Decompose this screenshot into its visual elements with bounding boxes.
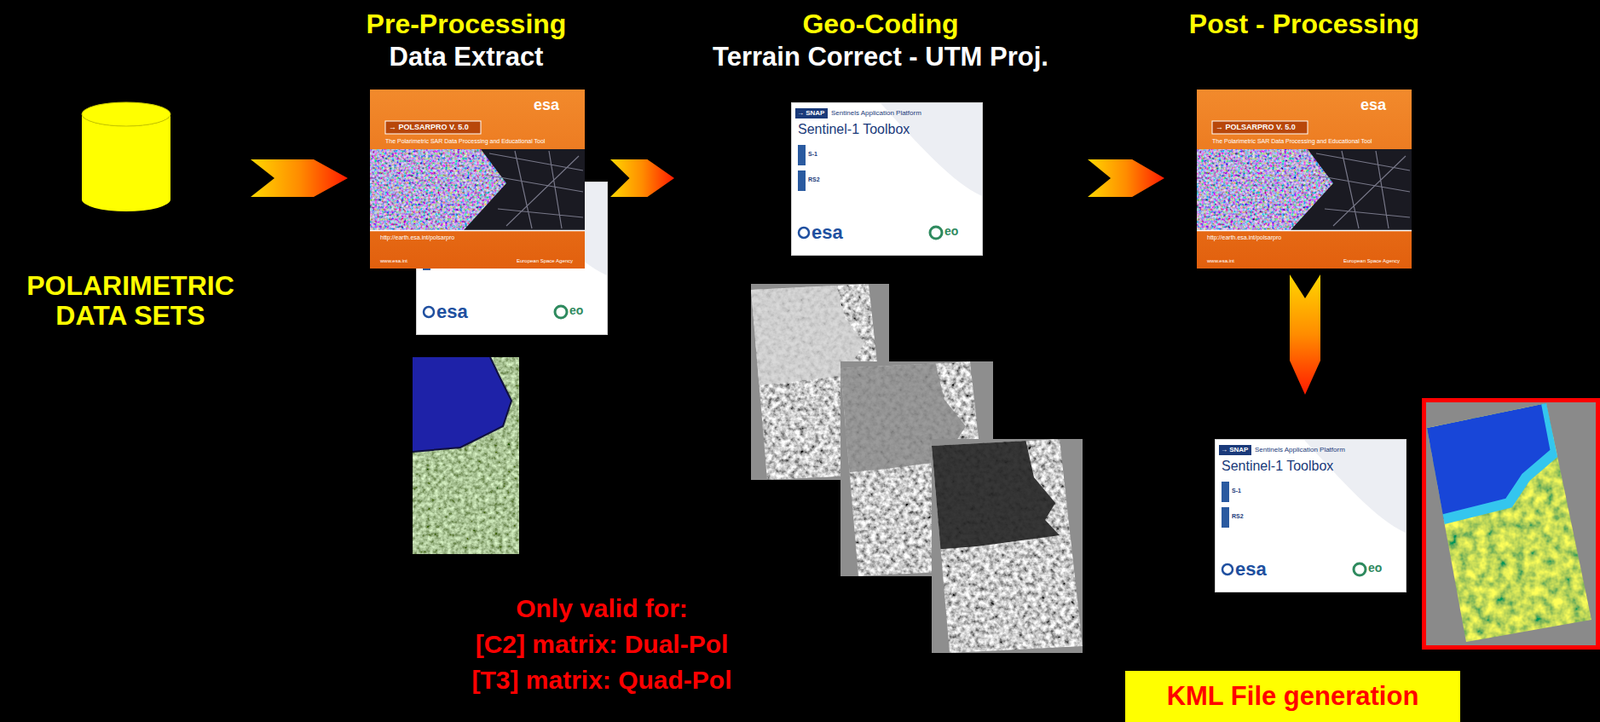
cover-footer: European Space Agency [1343, 258, 1400, 265]
chevron-arrow [610, 159, 675, 197]
logo-text: esa [533, 96, 560, 115]
icon-label: S-1 [808, 150, 818, 158]
cover-footer: www.esa.int [380, 258, 408, 265]
stage-subheading: Data Extract [389, 41, 544, 73]
data-store: POLARIMETRIC DATA SETS [12, 95, 248, 322]
cover-url: http://earth.esa.int/polsarpro [1207, 234, 1282, 242]
logo-text: esa [1360, 96, 1387, 115]
chevron-arrow [1087, 159, 1165, 197]
polsarpro-cover [1196, 89, 1412, 269]
output-stage: KML File generation [1121, 396, 1600, 722]
cover-subtitle: The Polarimetric SAR Data Processing and… [1212, 138, 1372, 145]
cover-subtitle: Sentinels Application Platform [831, 109, 922, 117]
stage-heading: Geo-Coding [802, 8, 959, 41]
cover-title: → POLSARPRO V. 5.0 [388, 122, 469, 132]
icon-label: RS2 [1231, 513, 1244, 520]
logo-text: eo [569, 303, 584, 318]
logo-text: eo [1368, 560, 1382, 575]
cover-footer: www.esa.int [1207, 258, 1235, 265]
cover-title: → POLSARPRO V. 5.0 [1215, 122, 1296, 132]
cover-footer: European Space Agency [516, 258, 573, 265]
cover-banner: → SNAP [797, 109, 825, 117]
icon-label: S-1 [1231, 487, 1242, 495]
process-stage: Pre-ProcessingData Extract [351, 4, 607, 559]
rgb-image [412, 357, 520, 555]
note-text: [C2] matrix: Dual-Pol [475, 629, 729, 660]
stage-heading: Pre-Processing [366, 8, 567, 41]
logo-text: esa [811, 221, 844, 243]
stage-subheading: Terrain Correct - UTM Proj. [712, 41, 1049, 73]
note-text: [T3] matrix: Quad-Pol [471, 665, 732, 696]
cover-banner: → SNAP [1220, 445, 1248, 454]
chevron-arrow [250, 159, 348, 197]
chevron-arrow [1289, 274, 1321, 395]
process-stage: Geo-CodingTerrain Correct - UTM Proj. [677, 4, 1085, 661]
icon-label: RS2 [808, 176, 821, 184]
logo-text: eo [944, 224, 959, 238]
cover-subtitle: Sentinels Application Platform [1254, 445, 1346, 454]
stage-heading: POLARIMETRIC DATA SETS [14, 271, 247, 331]
cover-title: Sentinel-1 Toolbox [1221, 458, 1334, 474]
logo-text: esa [436, 300, 468, 323]
cover-title: Sentinel-1 Toolbox [797, 121, 910, 138]
polsarpro-cover [369, 89, 585, 269]
snap-cover [791, 103, 983, 256]
logo-text: esa [1235, 558, 1267, 580]
output-label: KML File generation [1125, 670, 1461, 722]
database-cylinder [81, 102, 171, 212]
snap-cover [1215, 439, 1407, 593]
stage-heading: Post - Processing [1189, 8, 1420, 41]
classified-image [1421, 398, 1600, 650]
sar-image [931, 438, 1083, 653]
cover-subtitle: The Polarimetric SAR Data Processing and… [385, 138, 545, 145]
note-text: Only valid for: [515, 594, 688, 624]
cover-url: http://earth.esa.int/polsarpro [380, 234, 455, 242]
